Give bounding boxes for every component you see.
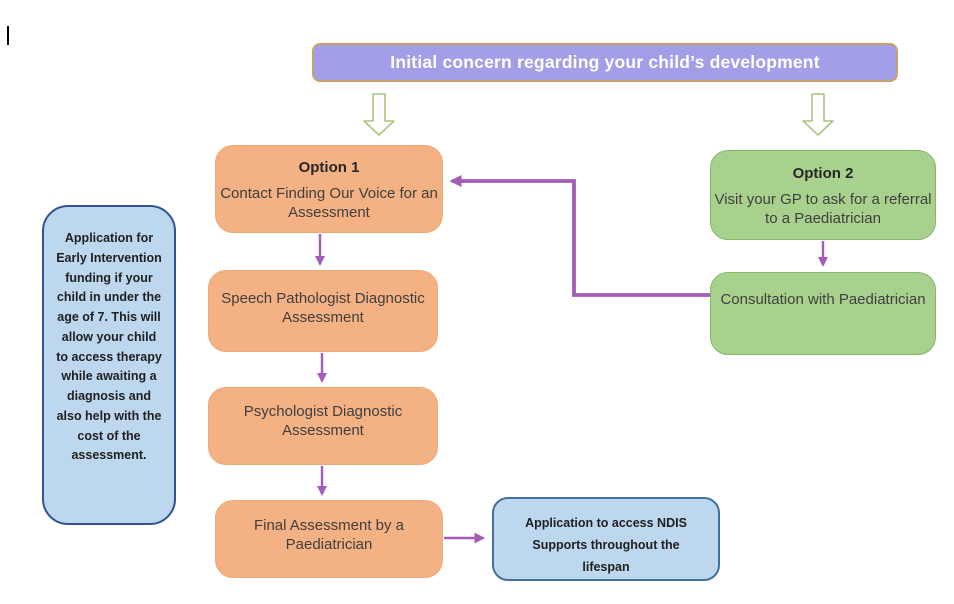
node-final-assessment-body: Final Assessment by a Paediatrician (253, 517, 405, 553)
node-option1-title: Option 1 (298, 159, 360, 176)
node-psychologist: Psychologist Diagnostic Assessment (208, 387, 438, 465)
node-early-intervention-body: Application for Early Intervention fundi… (56, 231, 162, 463)
banner-label: Initial concern regarding your child’s d… (390, 52, 820, 72)
node-early-intervention: Application for Early Intervention fundi… (42, 205, 176, 525)
node-option1: Option 1 Contact Finding Our Voice for a… (215, 145, 443, 233)
node-speech-pathologist: Speech Pathologist Diagnostic Assessment (208, 270, 438, 352)
banner-initial-concern: Initial concern regarding your child’s d… (312, 43, 898, 82)
node-consultation: Consultation with Paediatrician (710, 272, 936, 355)
node-option2-title: Option 2 (792, 165, 854, 182)
node-psychologist-body: Psychologist Diagnostic Assessment (243, 403, 403, 439)
node-final-assessment: Final Assessment by a Paediatrician (215, 500, 443, 578)
down-arrow-icon (802, 93, 834, 136)
node-consultation-body: Consultation with Paediatrician (720, 291, 926, 308)
node-ndis-application-body: Application to access NDIS Supports thro… (525, 516, 687, 574)
node-speech-pathologist-body: Speech Pathologist Diagnostic Assessment (221, 290, 425, 326)
down-arrow-icon (363, 93, 395, 136)
node-option2: Option 2 Visit your GP to ask for a refe… (710, 150, 936, 240)
node-option1-body: Contact Finding Our Voice for an Assessm… (220, 185, 438, 221)
node-option2-body: Visit your GP to ask for a referral to a… (714, 191, 932, 227)
text-cursor-artifact (7, 26, 9, 45)
node-ndis-application: Application to access NDIS Supports thro… (492, 497, 720, 581)
connector-consultation-option1 (449, 174, 710, 297)
